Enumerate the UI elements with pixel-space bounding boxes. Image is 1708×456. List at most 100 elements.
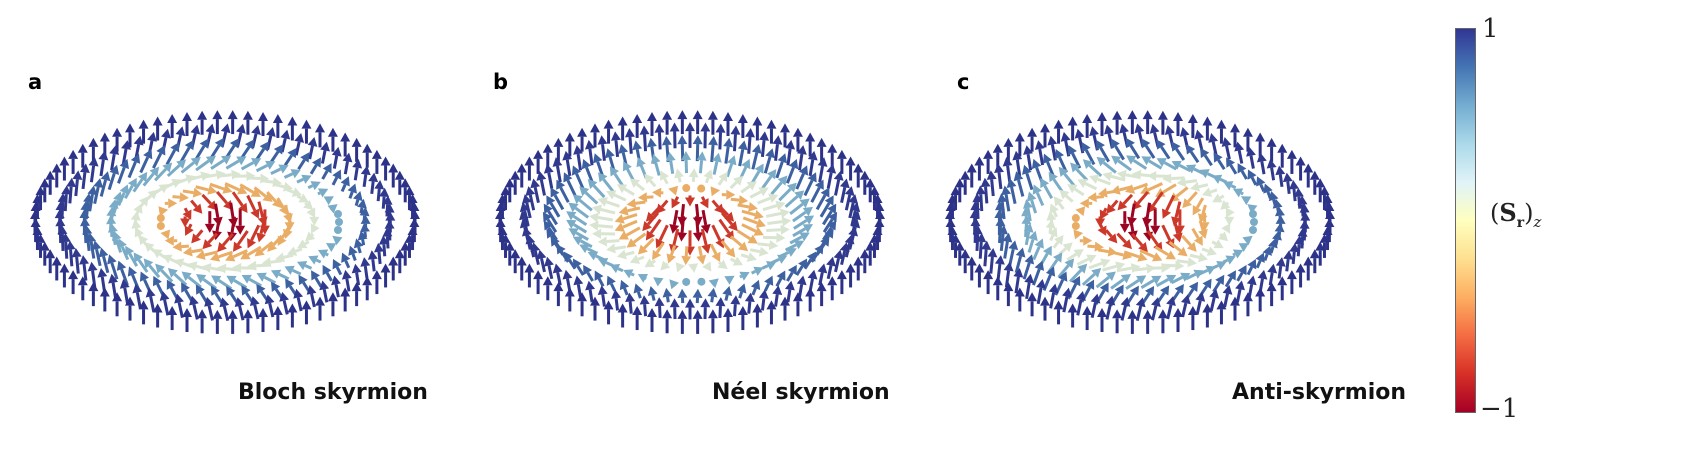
spin-arrow (1110, 250, 1133, 260)
spin-arrow (1023, 223, 1034, 246)
spin-arrow (1173, 112, 1184, 137)
spin-arrow (1266, 137, 1277, 162)
spin-arrow (340, 176, 350, 193)
spin-arrow (1125, 137, 1141, 160)
spin-arrow (1003, 261, 1014, 288)
spin-arrow (553, 282, 564, 307)
spin-arrow (305, 231, 316, 242)
spin-arrow (258, 112, 269, 137)
spin-arrow (1202, 116, 1213, 141)
spin-arrow (1071, 214, 1080, 223)
spin-arrow (1023, 145, 1033, 171)
spin-arrow (258, 307, 269, 332)
spin-arrow (394, 249, 405, 274)
spin-arrow (708, 278, 719, 289)
spin-arrow (317, 188, 329, 198)
spin-arrow (340, 132, 351, 157)
spin-arrow (99, 171, 111, 197)
spin-arrow (196, 273, 217, 290)
spin-arrow (209, 137, 224, 160)
spin-arrow (212, 110, 223, 135)
spin-arrow (1139, 249, 1163, 262)
spin-arrow (296, 260, 313, 271)
spin-arrow (542, 276, 553, 301)
spin-arrow (702, 261, 712, 272)
spin-arrow (626, 232, 647, 248)
spin-arrow (156, 221, 165, 230)
spin-arrow (859, 170, 870, 195)
spin-arrow (212, 309, 223, 334)
spin-arrow (217, 232, 234, 253)
spin-arrow (1135, 297, 1146, 322)
spin-arrow (315, 123, 325, 148)
spin-arrow (1162, 173, 1185, 184)
spin-arrow (1141, 156, 1163, 170)
spin-arrow (1242, 292, 1253, 317)
spin-arrow (757, 240, 779, 251)
spin-arrow (180, 216, 191, 228)
spin-arrow (1267, 263, 1278, 286)
spin-arrow (1250, 218, 1258, 226)
spin-arrow (1105, 229, 1118, 244)
spin-arrow (616, 249, 635, 260)
spin-arrow (353, 191, 363, 207)
spin-arrow (321, 163, 332, 180)
spin-arrow (211, 275, 233, 290)
spin-arrow (1075, 206, 1086, 217)
spin-arrow (660, 170, 669, 185)
spin-arrow (737, 306, 748, 331)
spin-arrow (770, 175, 788, 196)
spin-arrow (1062, 287, 1072, 313)
spin-arrow (1040, 296, 1050, 321)
spin-arrow (587, 179, 606, 199)
spin-arrow (504, 241, 515, 266)
spin-arrow (1197, 204, 1208, 224)
spin-arrow (1185, 269, 1204, 281)
spin-arrow (309, 157, 321, 175)
spin-arrow (1262, 245, 1272, 262)
spin-arrow (654, 123, 665, 150)
spin-arrow (696, 151, 707, 174)
spin-arrow (736, 283, 747, 299)
spin-arrow (1079, 235, 1093, 246)
spin-arrow (775, 153, 788, 179)
spin-arrow (191, 229, 204, 244)
spin-arrow (629, 254, 645, 264)
spin-arrow (1027, 292, 1038, 317)
spin-arrow (1120, 296, 1131, 321)
spin-arrow (1087, 241, 1104, 252)
spin-arrow (606, 243, 627, 254)
spin-arrow (692, 216, 703, 242)
spin-arrow (741, 223, 764, 236)
spin-arrow (195, 155, 217, 172)
spin-arrow (729, 235, 749, 252)
spin-arrow (181, 112, 192, 137)
spin-arrow (805, 132, 816, 157)
spin-arrow (138, 119, 149, 144)
spin-arrow (247, 224, 261, 249)
spin-arrow (1242, 127, 1253, 152)
spin-arrow (195, 185, 218, 195)
spin-arrow (1209, 288, 1220, 312)
spin-arrow (287, 116, 298, 141)
spin-arrow (1059, 189, 1074, 203)
spin-arrow (848, 194, 859, 219)
spin-arrow (573, 275, 584, 298)
spin-arrow (204, 296, 214, 321)
spin-arrow (1170, 272, 1191, 285)
spin-arrow (1226, 157, 1238, 175)
spin-arrow (1157, 110, 1168, 135)
spin-arrow (845, 263, 856, 288)
panel-neel (495, 110, 885, 334)
spin-arrow (132, 283, 143, 309)
spin-arrow (293, 288, 304, 312)
spin-arrow (235, 209, 246, 235)
spin-arrow (796, 145, 807, 171)
spin-arrow (699, 196, 709, 209)
spin-arrow (859, 249, 870, 274)
spin-arrow (597, 197, 620, 208)
spin-arrow (1087, 192, 1104, 203)
spin-arrow (583, 264, 594, 282)
spin-arrow (1191, 227, 1203, 246)
spin-arrow (1200, 147, 1213, 167)
